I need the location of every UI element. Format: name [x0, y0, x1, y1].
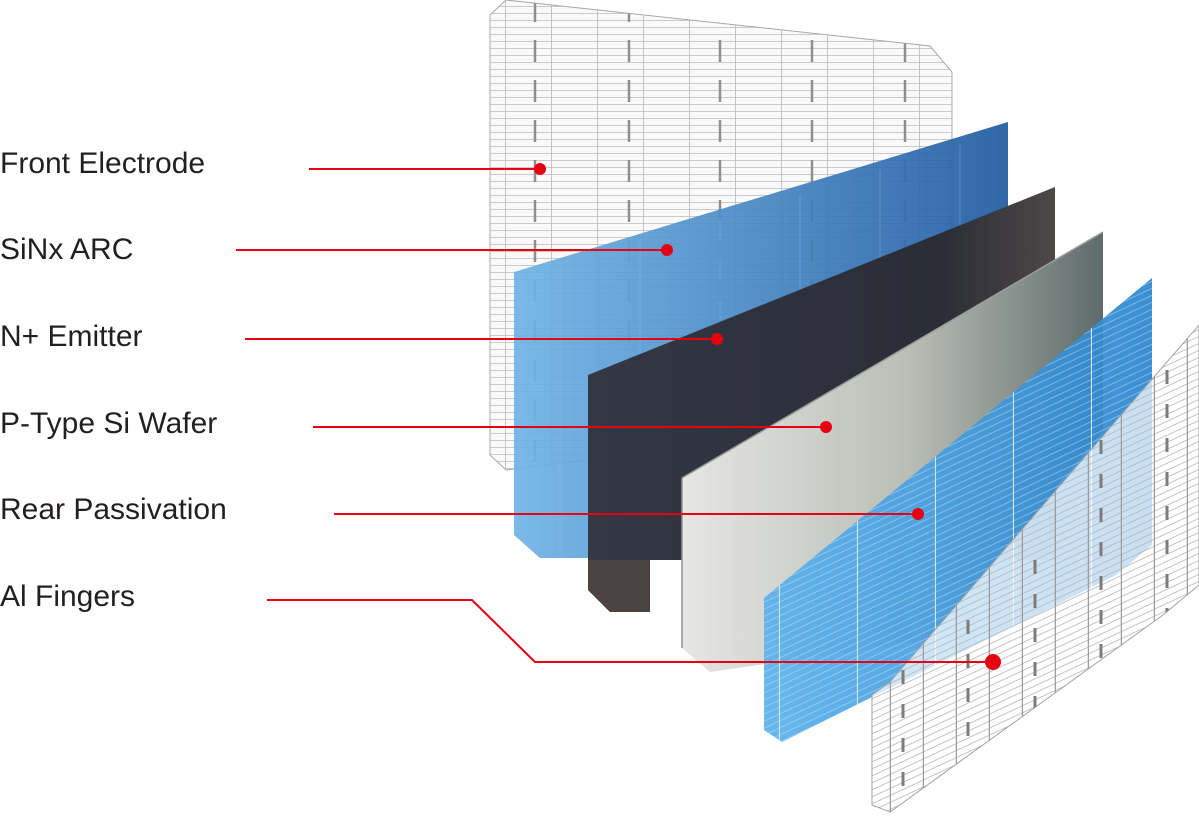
p-type-wafer-layer — [681, 231, 1104, 672]
label-n-emitter: N+ Emitter — [0, 320, 143, 353]
leader-dot-rear-passivation — [912, 508, 924, 520]
leader-dot-front-electrode — [534, 163, 546, 175]
leader-dots — [534, 163, 1001, 670]
leader-dot-sinx-arc — [661, 244, 673, 256]
leader-line-al-fingers — [267, 599, 993, 663]
leader-dot-al-fingers — [985, 654, 1001, 670]
label-al-fingers: Al Fingers — [0, 580, 136, 613]
leader-dot-p-type-wafer — [820, 421, 832, 433]
label-sinx-arc: SiNx ARC — [0, 233, 134, 266]
leader-lines — [236, 168, 993, 663]
label-rear-passivation: Rear Passivation — [0, 493, 227, 526]
label-p-type-si-wafer: P-Type Si Wafer — [0, 407, 218, 440]
leader-dot-n-emitter — [711, 333, 723, 345]
label-front-electrode: Front Electrode — [0, 147, 206, 180]
